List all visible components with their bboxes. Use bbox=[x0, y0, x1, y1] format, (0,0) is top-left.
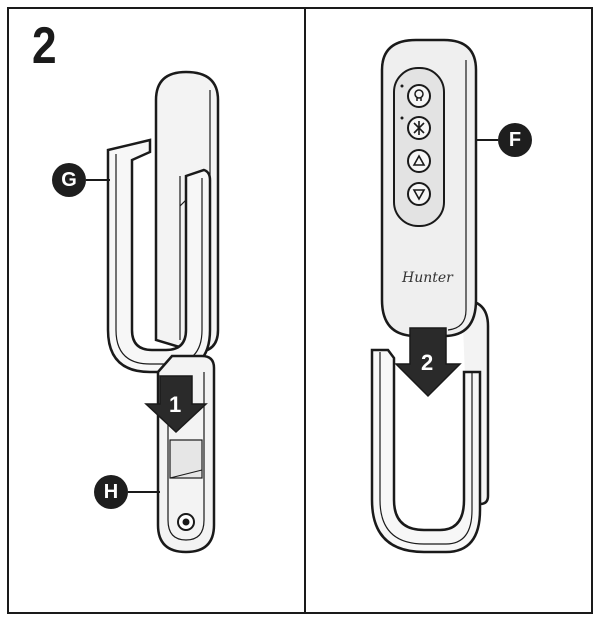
down-arrow-icon bbox=[412, 189, 426, 201]
arrow-1-label: 1 bbox=[169, 392, 182, 417]
holder-cradle-right bbox=[370, 348, 482, 554]
down-button bbox=[407, 182, 431, 206]
light-button bbox=[407, 84, 431, 108]
left-panel bbox=[86, 70, 220, 554]
arrow-2 bbox=[394, 327, 462, 398]
up-button bbox=[407, 149, 431, 173]
remote-button-panel bbox=[393, 67, 445, 227]
arrow-2-label: 2 bbox=[421, 350, 434, 375]
step-number: 2 bbox=[32, 17, 57, 75]
light-icon bbox=[414, 89, 424, 101]
callout-f: F bbox=[498, 123, 532, 157]
outer-border bbox=[7, 7, 593, 614]
callout-g: G bbox=[52, 163, 86, 197]
arrow-1 bbox=[144, 375, 208, 434]
right-panel bbox=[370, 38, 498, 554]
up-arrow-icon bbox=[412, 154, 426, 166]
holder-g-cradle bbox=[106, 138, 212, 374]
fan-icon bbox=[413, 121, 425, 135]
callout-h: H bbox=[94, 475, 128, 509]
remote-brand-logo: Hunter bbox=[402, 270, 453, 286]
